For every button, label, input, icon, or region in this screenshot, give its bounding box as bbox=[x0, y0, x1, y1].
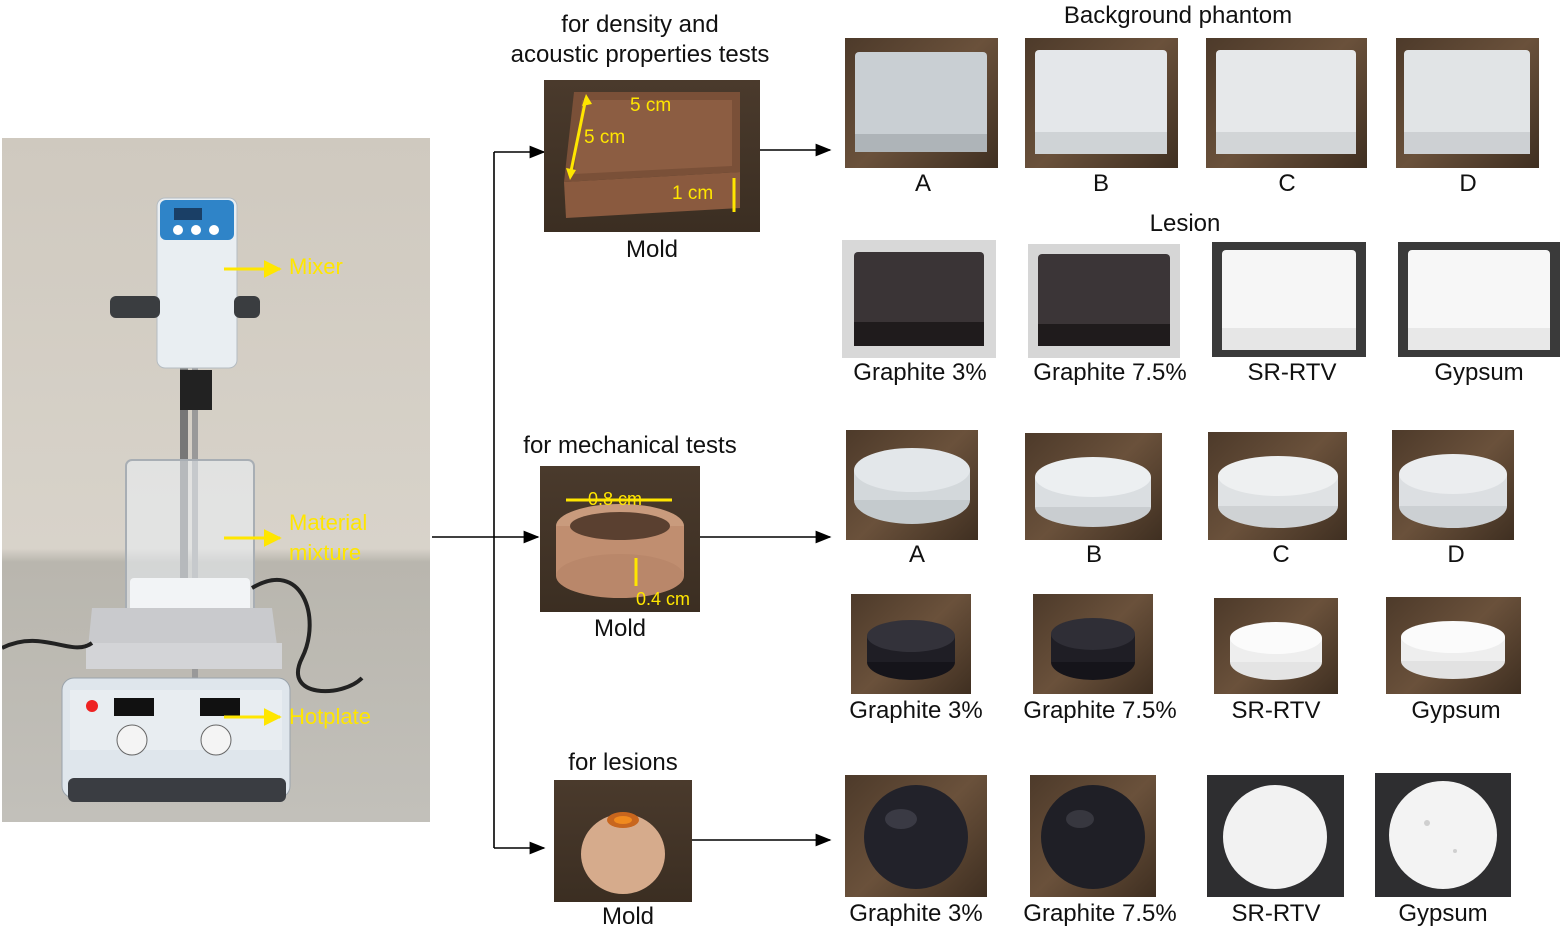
lesion-sphere-label-1: Graphite 3% bbox=[849, 900, 983, 927]
phantom-label-c: C bbox=[1278, 170, 1296, 197]
lesion-square-label-4: Gypsum bbox=[1434, 359, 1524, 386]
lesion-sphere-sr-rtv bbox=[1207, 775, 1344, 897]
lab-setup-photo: Mixer Material mixture Hotplate bbox=[2, 138, 430, 822]
mechanical-mold-title: for mechanical tests bbox=[523, 432, 737, 459]
phantom-disc-d bbox=[1392, 430, 1514, 540]
lesion-square-graphite-7-5 bbox=[1028, 244, 1180, 358]
ring-mold-illustration bbox=[556, 498, 684, 598]
lab-setup-illustration bbox=[2, 197, 364, 802]
mixer-label: Mixer bbox=[289, 254, 343, 279]
lesion-square-label-1: Graphite 3% bbox=[853, 359, 987, 386]
phantom-disc-b bbox=[1025, 433, 1162, 540]
square-mold-illustration bbox=[564, 92, 740, 218]
density-mold-title-1: for density and bbox=[561, 11, 719, 38]
lesion-square-graphite-3 bbox=[842, 240, 996, 358]
lesion-disc-gypsum bbox=[1386, 597, 1521, 694]
sphere-mold-illustration bbox=[581, 812, 665, 894]
phantom-label-b: B bbox=[1092, 170, 1110, 197]
lesion-disc-label-3: SR-RTV bbox=[1231, 697, 1321, 724]
phantom-square-d bbox=[1396, 38, 1539, 168]
lesion-mold-title: for lesions bbox=[568, 749, 678, 776]
lesion-square-sr-rtv bbox=[1212, 242, 1366, 357]
density-mold-dim-side: 5 cm bbox=[584, 127, 626, 148]
lesion-disc-label-2: Graphite 7.5% bbox=[1023, 697, 1177, 724]
disc-label-c: C bbox=[1272, 541, 1290, 568]
phantom-label-d: D bbox=[1459, 170, 1477, 197]
material-mixture-label-2: mixture bbox=[289, 540, 362, 565]
lesion-disc-label-1: Graphite 3% bbox=[849, 697, 983, 724]
lesion-sphere-graphite-3 bbox=[845, 775, 987, 897]
lesion-disc-sr-rtv bbox=[1214, 598, 1338, 694]
lesion-sphere-label-2: Graphite 7.5% bbox=[1023, 900, 1177, 927]
lesion-square-label-3: SR-RTV bbox=[1247, 359, 1337, 386]
phantom-disc-a bbox=[846, 430, 978, 540]
hotplate-label: Hotplate bbox=[289, 704, 371, 729]
phantom-label-a: A bbox=[914, 170, 932, 197]
phantom-square-a bbox=[845, 38, 998, 168]
lesion-heading: Lesion bbox=[1149, 210, 1221, 237]
mechanical-mold-dim-diameter: 0.8 cm bbox=[588, 489, 643, 509]
density-mold-dim-top: 5 cm bbox=[630, 95, 672, 116]
phantom-square-c bbox=[1206, 38, 1367, 168]
setup-pointer-arrows bbox=[224, 260, 282, 726]
lesion-mold-photo bbox=[554, 780, 692, 902]
lesion-sphere-gypsum bbox=[1375, 773, 1511, 897]
density-mold-photo: 5 cm 5 cm 1 cm bbox=[544, 80, 760, 232]
mechanical-mold-photo: 0.8 cm 0.4 cm bbox=[540, 466, 700, 612]
phantom-disc-c bbox=[1208, 432, 1347, 540]
density-mold-dim-height: 1 cm bbox=[672, 183, 714, 204]
lesion-square-label-2: Graphite 7.5% bbox=[1033, 359, 1187, 386]
lesion-sphere-graphite-7-5 bbox=[1030, 775, 1156, 897]
density-mold-title-2: acoustic properties tests bbox=[510, 41, 770, 68]
disc-label-d: D bbox=[1447, 541, 1465, 568]
density-mold-caption: Mold bbox=[625, 236, 679, 263]
lesion-disc-graphite-3 bbox=[851, 594, 971, 694]
lesion-disc-graphite-7-5 bbox=[1033, 594, 1153, 694]
mechanical-mold-caption: Mold bbox=[593, 615, 647, 642]
phantom-square-b bbox=[1025, 38, 1178, 168]
material-mixture-label-1: Material bbox=[289, 510, 368, 535]
disc-label-a: A bbox=[908, 541, 926, 568]
lesion-sphere-label-3: SR-RTV bbox=[1231, 900, 1321, 927]
disc-label-b: B bbox=[1085, 541, 1103, 568]
background-phantom-heading: Background phantom bbox=[1063, 2, 1293, 29]
lesion-square-gypsum bbox=[1398, 242, 1560, 357]
mechanical-mold-dim-height: 0.4 cm bbox=[636, 589, 691, 609]
lesion-mold-caption: Mold bbox=[601, 903, 655, 930]
lesion-disc-label-4: Gypsum bbox=[1411, 697, 1501, 724]
lesion-sphere-label-4: Gypsum bbox=[1398, 900, 1488, 927]
